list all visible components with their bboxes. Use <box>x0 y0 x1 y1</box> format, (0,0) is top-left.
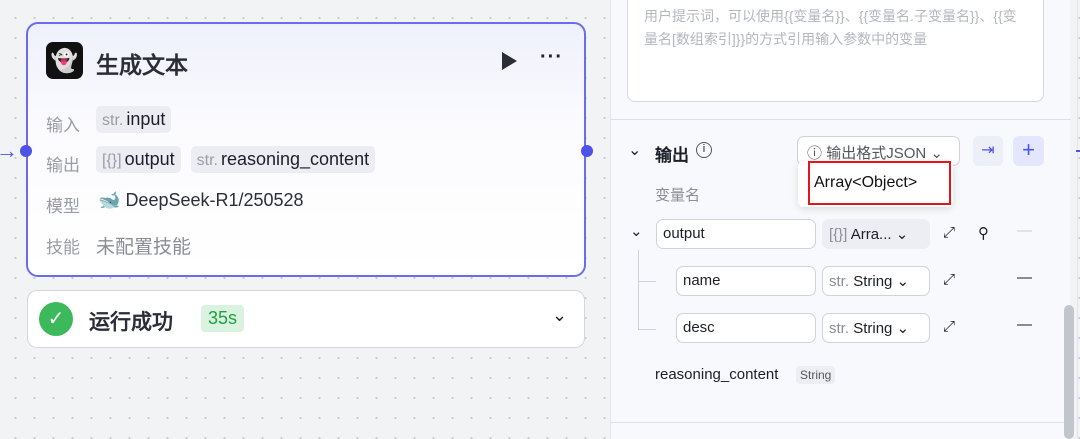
user-prompt-textarea[interactable]: 用户提示词，可以使用{{变量名}}、{{变量名.子变量名}}、{{变量名[数组索… <box>627 0 1044 102</box>
run-status-bar[interactable]: ✓ 运行成功 35s ⌄ <box>27 290 585 348</box>
node-title: 生成文本 <box>96 52 188 78</box>
divider <box>611 422 1071 423</box>
properties-panel: 用户提示词，可以使用{{变量名}}、{{变量名.子变量名}}、{{变量名[数组索… <box>610 0 1071 439</box>
var-type-select[interactable]: [{}] Arra... ⌄ <box>822 219 930 249</box>
skill-label: 技能 <box>46 238 80 257</box>
output-tag: [{}]output <box>96 146 181 173</box>
output-label: 输出 <box>46 156 80 175</box>
divider <box>611 119 1071 120</box>
expand-icon[interactable]: ⤢ <box>943 318 956 335</box>
deepseek-icon: 🐋 <box>98 190 121 210</box>
var-type-select[interactable]: str. String ⌄ <box>822 313 930 343</box>
more-icon[interactable]: ··· <box>540 46 563 68</box>
var-name-input[interactable]: desc <box>676 313 816 343</box>
model-label: 模型 <box>46 197 80 216</box>
skill-value: 未配置技能 <box>96 237 192 258</box>
expand-icon[interactable]: ⤢ <box>943 224 956 241</box>
chevron-down-icon[interactable]: ⌄ <box>552 305 568 325</box>
duration-badge: 35s <box>201 305 245 332</box>
input-port[interactable] <box>20 145 32 157</box>
remove-icon[interactable]: — <box>1017 316 1032 333</box>
type-tooltip: Array<Object> <box>798 161 953 207</box>
info-icon: i <box>696 142 712 158</box>
output-port[interactable] <box>581 145 593 157</box>
edge-arrow-icon: → <box>0 138 18 163</box>
expand-icon[interactable]: ⤢ <box>943 271 956 288</box>
node-logo-icon: 👻 <box>46 42 83 79</box>
remove-icon[interactable]: — <box>1017 269 1032 286</box>
reasoning-type-badge: String <box>796 366 836 384</box>
input-tag: str.input <box>96 106 172 133</box>
var-name-header: 变量名 <box>655 187 701 204</box>
reasoning-content-name: reasoning_content <box>655 366 779 383</box>
var-type-select[interactable]: str. String ⌄ <box>822 266 930 296</box>
status-text: 运行成功 <box>89 311 173 334</box>
var-name-input[interactable]: output <box>656 219 816 249</box>
scrollbar[interactable] <box>1064 305 1074 439</box>
input-label: 输入 <box>46 116 80 135</box>
remove-icon[interactable]: — <box>1017 222 1032 239</box>
llm-node-card[interactable]: 👻 生成文本 ··· 输入 str.input 输出 [{}]output st… <box>26 22 586 277</box>
model-name: DeepSeek-R1/250528 <box>125 190 304 210</box>
import-button[interactable]: ⇥ <box>973 136 1003 166</box>
tooltip-text: Array<Object> <box>814 174 918 191</box>
add-output-button[interactable]: + <box>1013 136 1044 166</box>
add-child-icon[interactable]: ⚲ <box>978 225 989 242</box>
expand-chevron-icon[interactable]: ⌄ <box>630 223 643 240</box>
info-icon: ⓘ <box>807 145 823 162</box>
output-section-title: 输出 <box>655 146 689 165</box>
var-name-input[interactable]: name <box>676 266 816 296</box>
success-icon: ✓ <box>39 302 73 336</box>
collapse-chevron-icon[interactable]: ⌄ <box>628 142 642 159</box>
output-tag: str.reasoning_content <box>190 146 376 173</box>
run-icon[interactable] <box>502 52 517 70</box>
